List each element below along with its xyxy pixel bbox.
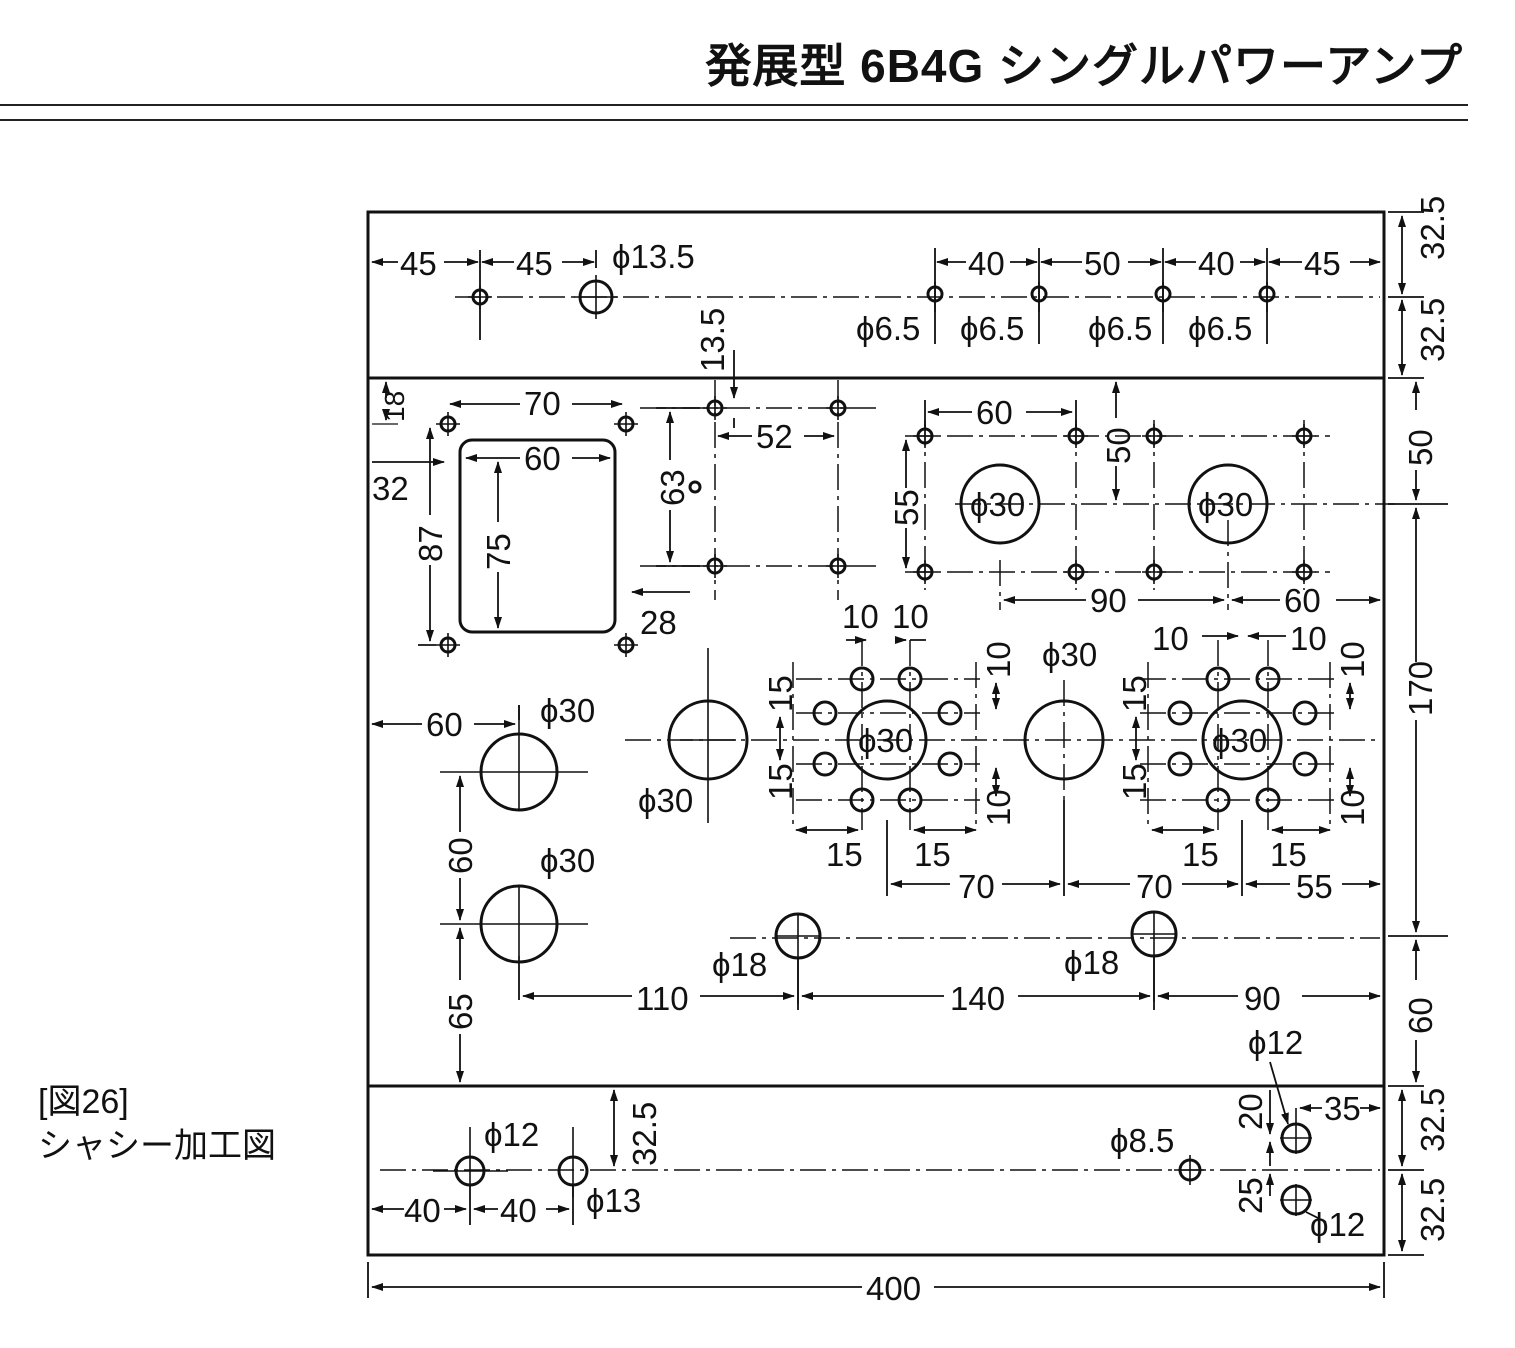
- dim-s1-10b: 10: [892, 598, 929, 635]
- dim-s1-v10a: 10: [980, 641, 1017, 678]
- dim-tu-d30b: ϕ30: [1198, 486, 1253, 523]
- dim-bot-25: 25: [1232, 1177, 1269, 1214]
- dim-s1-h15a: 15: [826, 836, 863, 873]
- dim-s2-10b: 10: [1290, 620, 1327, 657]
- dim-right-50: 50: [1402, 429, 1439, 466]
- chassis-outline: [366, 210, 1386, 1257]
- dim-top-45c: 45: [1304, 245, 1341, 282]
- dimension-lines: [367, 211, 1448, 1298]
- dim-s2-v15a: 15: [1116, 675, 1153, 712]
- dim-mid-140: 140: [950, 980, 1005, 1017]
- dim-sa-52: 52: [756, 418, 793, 455]
- dim-mid-d18a: ϕ18: [712, 946, 767, 983]
- dim-right-60: 60: [1402, 997, 1439, 1034]
- dim-right-32-5d: 32.5: [1414, 1178, 1451, 1242]
- dim-s1-v15a: 15: [762, 675, 799, 712]
- dim-tu-60: 60: [976, 394, 1013, 431]
- dim-sa-13-5: 13.5: [694, 308, 731, 372]
- dim-bot-d12b: ϕ12: [1248, 1024, 1303, 1061]
- dim-mid-60: 60: [426, 706, 463, 743]
- dim-mid-55: 55: [1296, 868, 1333, 905]
- dim-tu-55: 55: [888, 489, 925, 526]
- dim-s1-v10b: 10: [980, 789, 1017, 826]
- dim-mid-v65: 65: [442, 993, 479, 1030]
- dim-tu-d30a: ϕ30: [970, 486, 1025, 523]
- dim-top-40a: 40: [968, 245, 1005, 282]
- dim-bot-d12c: ϕ12: [1310, 1206, 1365, 1243]
- dim-mid-d18b: ϕ18: [1064, 944, 1119, 981]
- dim-bot-32-5: 32.5: [626, 1102, 663, 1166]
- title-rule-lower: [0, 119, 1468, 121]
- dim-s2-v15b: 15: [1116, 763, 1153, 800]
- dimension-labels: 45 45 ϕ13.5 40 50 40 45 ϕ6.5 ϕ6.5 ϕ6.5 ϕ…: [372, 196, 1451, 1307]
- dim-mid-110: 110: [636, 980, 689, 1017]
- dim-right-32-5b: 32.5: [1414, 298, 1451, 362]
- figure-number: [図26]: [38, 1083, 129, 1121]
- dim-tr-18: 18: [379, 391, 410, 422]
- dim-mid-d30-lt: ϕ30: [540, 692, 595, 729]
- dim-tr-60: 60: [524, 440, 561, 477]
- dim-s2-h15b: 15: [1270, 836, 1307, 873]
- dim-bot-d8-5: ϕ8.5: [1110, 1122, 1174, 1159]
- dim-mid-d30-sock1: ϕ30: [858, 722, 913, 759]
- figure-caption: [図26] シャシー加工図: [38, 1080, 276, 1168]
- dim-top-d6-5a: ϕ6.5: [856, 310, 920, 347]
- dim-bot-20: 20: [1232, 1093, 1269, 1130]
- dim-top-50: 50: [1084, 245, 1121, 282]
- dim-top-45b: 45: [516, 245, 553, 282]
- dim-s2-v10b: 10: [1334, 789, 1371, 826]
- dim-top-d6-5c: ϕ6.5: [1088, 310, 1152, 347]
- dim-tr-75: 75: [480, 533, 517, 570]
- dim-mid-70b: 70: [1136, 868, 1173, 905]
- dim-s1-10a: 10: [842, 598, 879, 635]
- dim-tr-28: 28: [640, 604, 677, 641]
- dim-s1-h15b: 15: [914, 836, 951, 873]
- title-rule-upper: [0, 104, 1468, 106]
- dim-tu-50: 50: [1100, 427, 1137, 464]
- dim-bot-d13: ϕ13: [586, 1182, 641, 1219]
- dim-right-32-5a: 32.5: [1414, 196, 1451, 260]
- dim-mid-d30-single: ϕ30: [638, 782, 693, 819]
- dim-bot-40a: 40: [404, 1192, 441, 1229]
- dim-mid-70a: 70: [958, 868, 995, 905]
- dim-bot-d12a: ϕ12: [484, 1116, 539, 1153]
- dim-mid-d30-mid: ϕ30: [1042, 636, 1097, 673]
- dim-top-d6-5b: ϕ6.5: [960, 310, 1024, 347]
- dim-mid-90: 90: [1244, 980, 1281, 1017]
- dim-right-32-5c: 32.5: [1414, 1088, 1451, 1152]
- dim-tr-32: 32: [372, 470, 409, 507]
- dim-s2-10a: 10: [1152, 620, 1189, 657]
- dim-right-170: 170: [1402, 661, 1439, 716]
- dim-s2-h15a: 15: [1182, 836, 1219, 873]
- dim-bot-35: 35: [1324, 1090, 1361, 1127]
- dim-overall-400: 400: [866, 1270, 921, 1307]
- dim-tu-90: 90: [1090, 582, 1127, 619]
- dim-sa-63: 63: [654, 469, 691, 506]
- page-title: 発展型 6B4G シングルパワーアンプ: [705, 40, 1463, 92]
- dim-mid-d30-lb: ϕ30: [540, 842, 595, 879]
- dim-top-d6-5d: ϕ6.5: [1188, 310, 1252, 347]
- dim-tr-70: 70: [524, 385, 561, 422]
- figure-title: シャシー加工図: [38, 1127, 276, 1165]
- dim-top-d13-5: ϕ13.5: [612, 238, 695, 275]
- dim-top-40b: 40: [1198, 245, 1235, 282]
- dim-mid-d30-sock2: ϕ30: [1212, 722, 1267, 759]
- dim-tr-87: 87: [412, 525, 449, 562]
- center-lines: [380, 296, 1395, 1171]
- dim-tu-60b: 60: [1284, 582, 1321, 619]
- dim-bot-40b: 40: [500, 1192, 537, 1229]
- dim-top-45a: 45: [400, 245, 437, 282]
- dim-mid-v60: 60: [442, 837, 479, 874]
- dim-s1-v15b: 15: [762, 763, 799, 800]
- dim-s2-v10a: 10: [1334, 641, 1371, 678]
